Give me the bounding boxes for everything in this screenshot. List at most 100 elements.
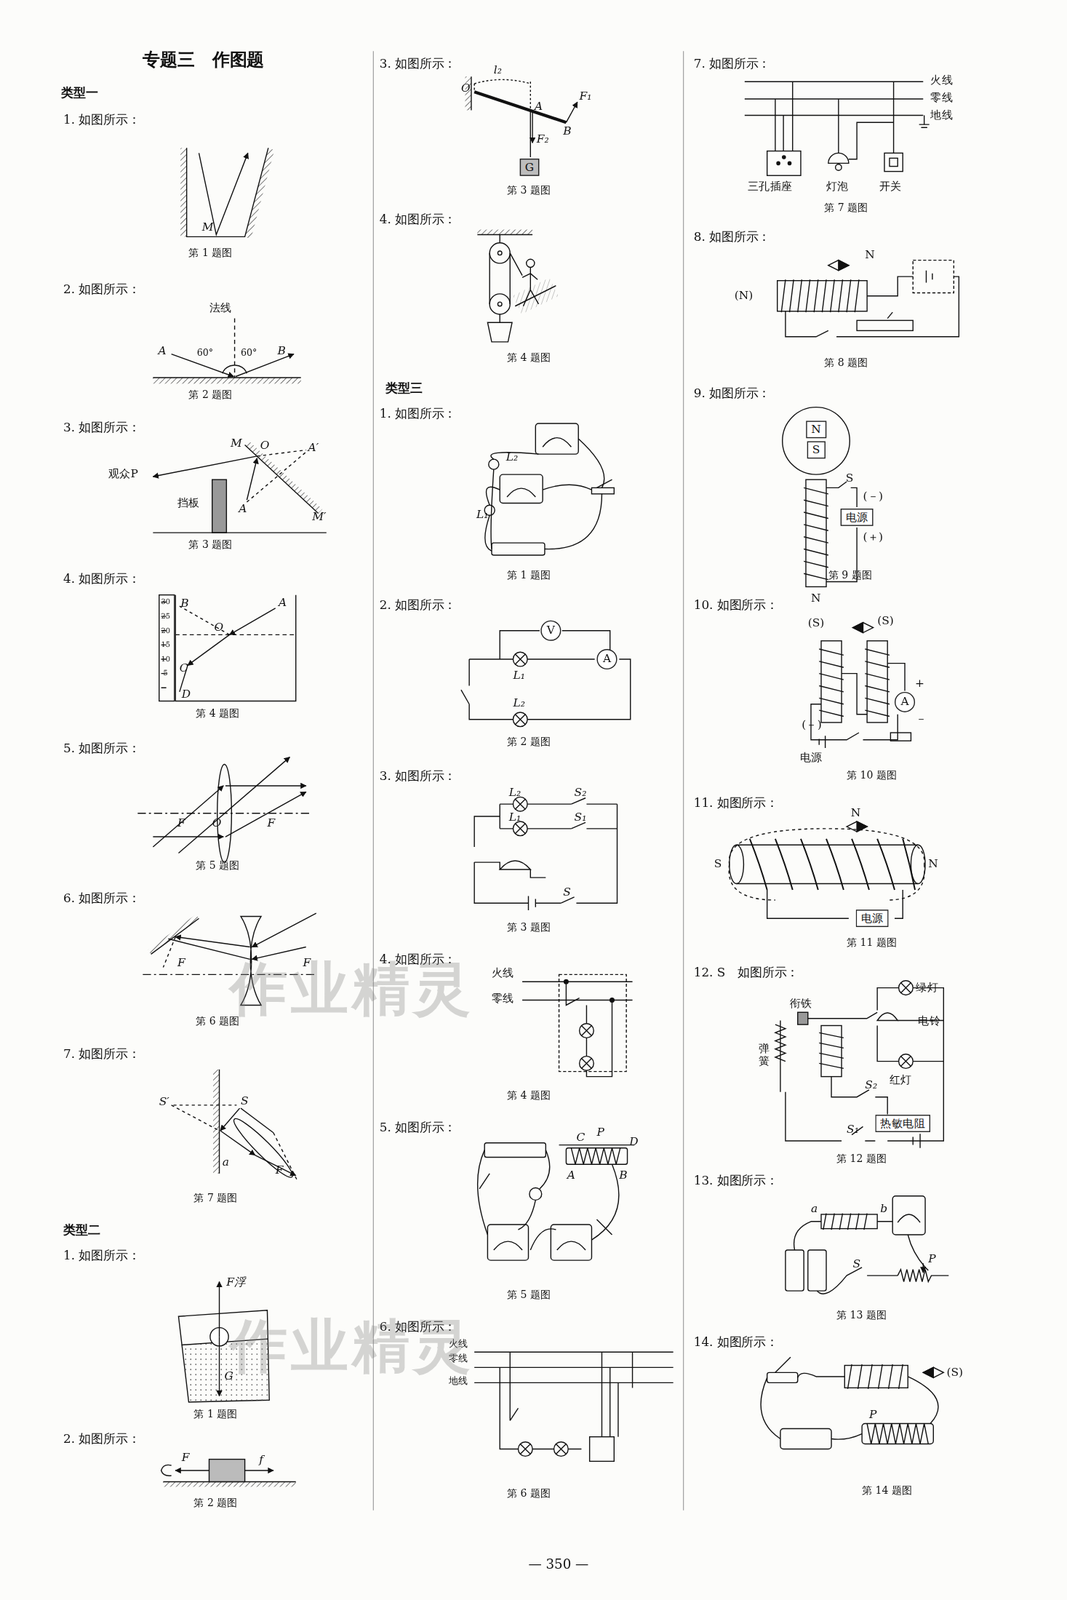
label-text: M xyxy=(230,436,243,450)
label-text: 3. 如图所示： xyxy=(379,768,457,783)
label-text: 第 5 题图 xyxy=(506,1288,551,1301)
label-text: (N) xyxy=(734,288,754,302)
label-text: 第 1 题图 xyxy=(188,246,233,259)
label-text: B xyxy=(618,1168,627,1182)
label-text: 7. 如图所示： xyxy=(63,1046,141,1062)
label-text: 红灯 xyxy=(889,1072,913,1086)
label-text: 30 xyxy=(161,597,171,607)
label-text: A xyxy=(238,501,247,515)
label-text: S xyxy=(852,1256,861,1270)
component-box: S xyxy=(807,440,826,459)
label-text: 9. 如图所示： xyxy=(693,385,771,401)
label-text: 第 5 题图 xyxy=(195,858,240,872)
label-text: P xyxy=(869,1407,877,1421)
label-text: a xyxy=(810,1201,818,1215)
label-text: 1. 如图所示： xyxy=(379,405,457,421)
label-text: 第 3 题图 xyxy=(188,538,233,552)
label-text: 60° xyxy=(240,347,257,359)
watermark-text: 作业精灵 xyxy=(229,1310,475,1380)
label-text: A xyxy=(278,595,287,609)
label-text: 2. 如图所示： xyxy=(63,1431,141,1446)
label-text: 第 10 题图 xyxy=(846,768,897,782)
label-text: 第 6 题图 xyxy=(506,1487,551,1500)
label-text: B xyxy=(180,596,189,610)
label-text: C xyxy=(179,661,189,675)
component-label: 电源 xyxy=(845,510,869,524)
component-box: G xyxy=(520,158,539,177)
label-text: 14. 如图所示： xyxy=(693,1333,779,1349)
label-text: 类型一 xyxy=(61,85,98,101)
component-box: N xyxy=(805,420,827,438)
label-text: 第 9 题图 xyxy=(828,569,873,582)
label-text: 20 xyxy=(161,626,171,635)
label-text: L₁ xyxy=(476,507,489,521)
page-title: 专题三 作图题 xyxy=(142,48,265,70)
component-box: 电源 xyxy=(856,909,889,927)
label-text: A xyxy=(534,99,543,113)
label-text: 第 4 题图 xyxy=(195,706,240,720)
label-text: (S) xyxy=(877,613,894,627)
label-text: N xyxy=(850,805,861,819)
label-text: 观众P xyxy=(108,466,139,481)
component-label: A xyxy=(900,695,909,709)
label-text: 第 12 题图 xyxy=(836,1152,887,1166)
component-box: A xyxy=(596,648,617,670)
label-text: A xyxy=(157,344,166,358)
label-text: F₁ xyxy=(579,89,593,103)
label-text: 60° xyxy=(197,347,214,359)
label-text: 灯泡 xyxy=(826,179,849,193)
label-text: 5. 如图所示： xyxy=(379,1120,457,1135)
label-text: 10. 如图所示： xyxy=(693,597,779,613)
label-text: 第 1 题图 xyxy=(506,569,551,582)
label-text: L₁ xyxy=(509,810,521,824)
label-text: S₁ xyxy=(846,1122,859,1136)
label-text: 电铃 xyxy=(917,1013,941,1027)
label-text: F xyxy=(177,955,186,969)
label-text: O xyxy=(212,816,222,830)
component-label: S xyxy=(812,442,821,457)
label-text: 开关 xyxy=(879,179,902,193)
label-text: 第 4 题图 xyxy=(506,352,551,365)
label-text: 挡板 xyxy=(177,496,201,510)
label-text: F xyxy=(266,816,275,830)
label-text: (－) xyxy=(863,489,883,503)
label-text: 弹簧 xyxy=(758,1042,770,1067)
label-text: 4. 如图所示： xyxy=(379,212,457,227)
label-text: M xyxy=(202,220,214,234)
component-box: 热敏电阻 xyxy=(874,1114,931,1132)
label-text: 地线 xyxy=(930,108,953,122)
label-text: 电源 xyxy=(800,750,823,764)
label-text: 25 xyxy=(161,612,171,622)
label-text: 第 3 题图 xyxy=(506,920,551,934)
label-text: 1. 如图所示： xyxy=(63,112,141,127)
label-text: 15 xyxy=(161,640,171,650)
label-text: L₂ xyxy=(512,696,525,710)
label-text: S′ xyxy=(159,1094,170,1108)
label-text: O xyxy=(214,620,225,634)
label-text: (－) xyxy=(801,717,822,731)
component-box: A xyxy=(894,691,915,713)
label-text: 7. 如图所示： xyxy=(693,56,771,71)
label-text: L₁ xyxy=(512,668,525,682)
label-text: 1. 如图所示： xyxy=(63,1247,141,1262)
component-label: 热敏电阻 xyxy=(880,1116,926,1130)
label-text: S xyxy=(240,1093,249,1107)
label-text: 3. 如图所示： xyxy=(63,420,141,435)
label-text: D xyxy=(629,1134,638,1148)
label-text: 第 2 题图 xyxy=(193,1496,238,1509)
component-label: V xyxy=(546,623,555,637)
label-text: F₂ xyxy=(536,132,550,146)
label-text: 13. 如图所示： xyxy=(693,1173,779,1188)
label-text: P xyxy=(928,1251,936,1265)
label-text: 5 xyxy=(162,669,168,678)
label-text: F xyxy=(177,816,186,830)
label-text: S₂ xyxy=(864,1077,878,1092)
label-text: S xyxy=(562,885,571,899)
label-text: C xyxy=(576,1130,585,1144)
label-text: F浮 xyxy=(226,1275,246,1289)
label-text: (S) xyxy=(946,1365,964,1379)
label-text: 第 11 题图 xyxy=(846,936,897,949)
label-text: 类型三 xyxy=(385,380,422,395)
